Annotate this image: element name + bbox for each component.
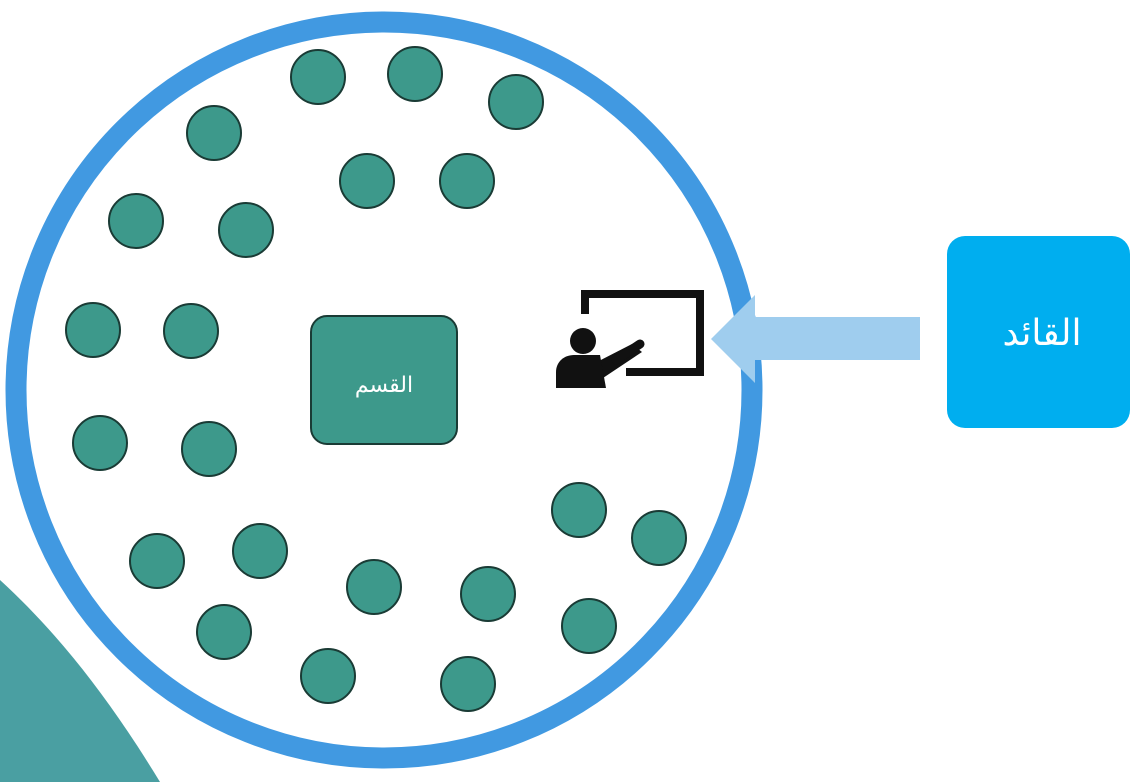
member-circle: [129, 533, 185, 589]
member-circle: [181, 421, 237, 477]
member-circle: [72, 415, 128, 471]
member-circle: [488, 74, 544, 130]
teacher-at-board-icon: [556, 290, 704, 388]
teacher-head: [570, 328, 596, 354]
member-circle: [339, 153, 395, 209]
leader-box: القائد: [947, 236, 1130, 428]
member-circle: [460, 566, 516, 622]
member-circle: [186, 105, 242, 161]
member-circle: [65, 302, 121, 358]
member-circle: [551, 482, 607, 538]
member-circle: [108, 193, 164, 249]
section-label: القسم: [355, 373, 413, 398]
section-box-shape: [310, 315, 458, 445]
members-group: [65, 46, 687, 712]
teacher-body: [556, 355, 606, 388]
corner-decoration: [0, 580, 160, 782]
member-circle: [196, 604, 252, 660]
member-circle: [290, 49, 346, 105]
section-box: القسم: [310, 315, 458, 445]
member-circle: [387, 46, 443, 102]
member-circle: [439, 153, 495, 209]
leader-label: القائد: [1002, 313, 1081, 354]
member-circle: [163, 303, 219, 359]
board-outline: [581, 290, 704, 376]
leader-box-shape: [947, 236, 1130, 428]
member-circle: [346, 559, 402, 615]
member-circle: [440, 656, 496, 712]
member-circle: [300, 648, 356, 704]
member-circle: [631, 510, 687, 566]
member-circle: [218, 202, 274, 258]
leader-arrow: [711, 295, 920, 383]
member-circle: [232, 523, 288, 579]
pointer: [611, 339, 645, 365]
member-circle: [561, 598, 617, 654]
